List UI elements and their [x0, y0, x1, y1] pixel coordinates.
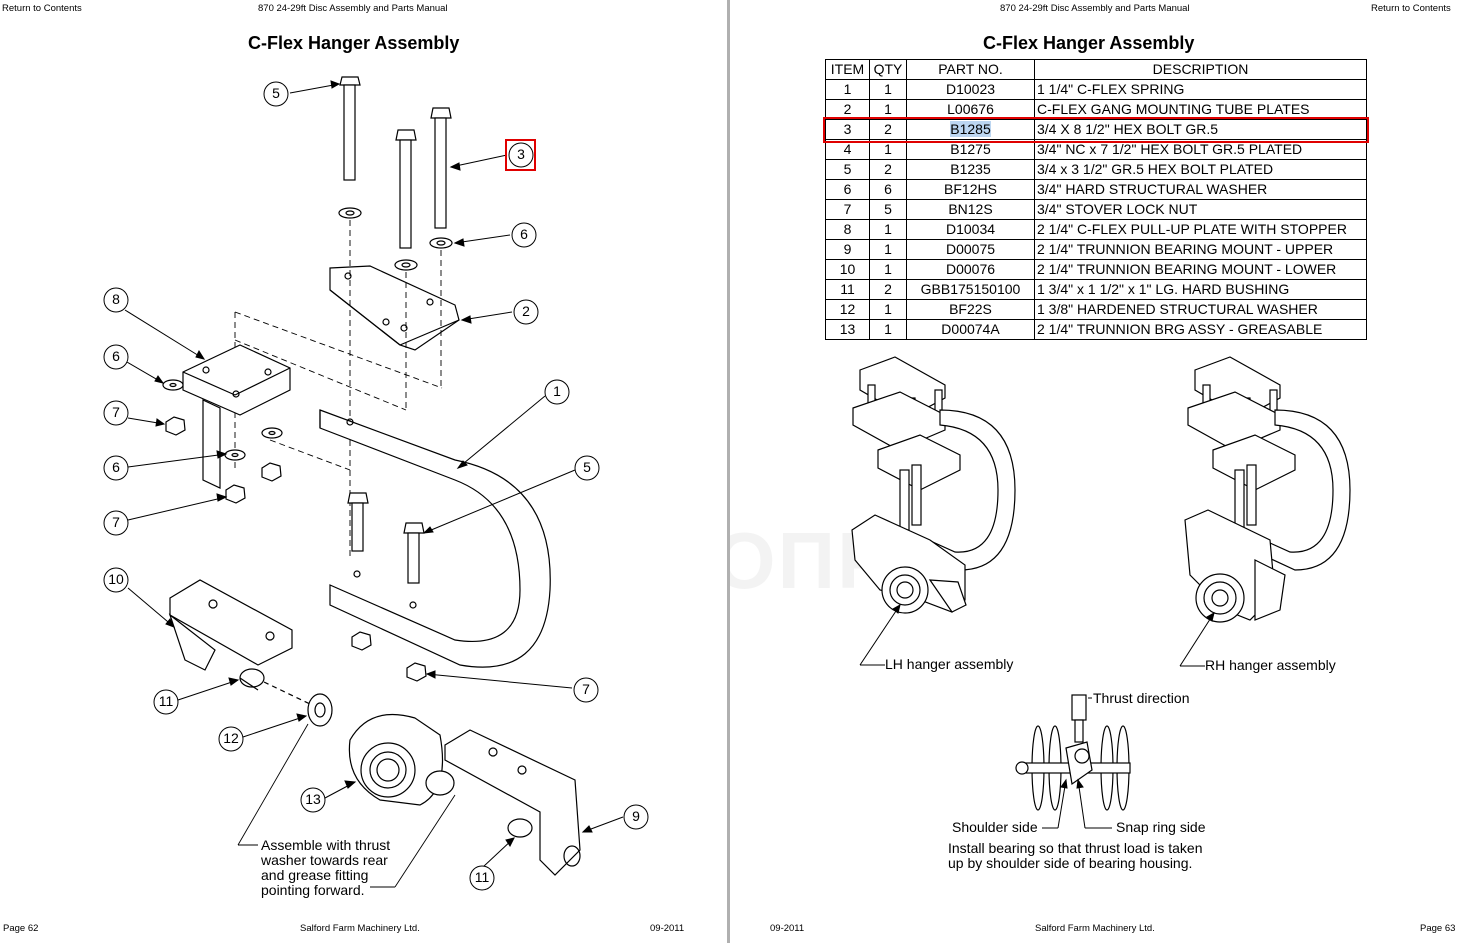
callout-8: 8: [112, 291, 120, 307]
callout-2: 2: [522, 303, 530, 319]
part-no-cell: D00076: [906, 259, 1035, 280]
callout-11: 11: [159, 693, 174, 709]
callout-1: 1: [553, 383, 561, 399]
callout-7: 7: [112, 514, 120, 530]
part-no-cell: D00074A: [906, 319, 1035, 340]
description-cell: C-FLEX GANG MOUNTING TUBE PLATES: [1034, 99, 1367, 120]
right-page: АГРОПР 870 24-29ft Disc Assembly and Par…: [730, 0, 1457, 943]
return-to-contents-link-left[interactable]: Return to Contents: [2, 3, 82, 14]
callout-12: 12: [223, 730, 239, 746]
footer-date-right: 09-2011: [770, 923, 805, 934]
lh-hanger-label: LH hanger assembly: [885, 656, 1014, 672]
thrust-direction-label: Thrust direction: [1093, 690, 1190, 706]
callout-7: 7: [112, 404, 120, 420]
part-no-cell: BF22S: [906, 299, 1035, 320]
shoulder-side-label: Shoulder side: [952, 819, 1038, 835]
col-item: ITEM: [825, 59, 870, 80]
description-cell: 3/4" HARD STRUCTURAL WASHER: [1034, 179, 1367, 200]
callout-10: 10: [108, 571, 124, 587]
callout-3: 3: [517, 146, 525, 162]
snap-ring-side-label: Snap ring side: [1116, 819, 1206, 835]
item-cell: 11: [825, 279, 870, 300]
footer-company-left: Salford Farm Machinery Ltd.: [300, 923, 420, 934]
part-no-cell: D00075: [906, 239, 1035, 260]
bolt-3b: [430, 107, 452, 229]
footer-date-left: 09-2011: [650, 923, 685, 934]
description-cell: 2 1/4" TRUNNION BRG ASSY - GREASABLE: [1034, 319, 1367, 340]
description-cell: 2 1/4" C-FLEX PULL-UP PLATE WITH STOPPER: [1034, 219, 1367, 240]
left-page: Return to Contents 870 24-29ft Disc Asse…: [0, 0, 727, 943]
exploded-view-diagram: 5 3 6 2 1 5 7 8 6 7 6 7 10 11 12 13 9 11: [103, 76, 649, 891]
footer-page-right: Page 63: [1420, 923, 1456, 934]
part-no-cell: L00676: [906, 99, 1035, 120]
part-no-cell: GBB175150100: [906, 279, 1035, 300]
callout-9: 9: [632, 808, 640, 824]
header-title-left: 870 24-29ft Disc Assembly and Parts Manu…: [258, 3, 448, 14]
callout-4: 5: [272, 85, 280, 101]
item-cell: 13: [825, 319, 870, 340]
rh-hanger-label: RH hanger assembly: [1205, 657, 1336, 673]
callout-13: 13: [305, 791, 321, 807]
footer-company-right: Salford Farm Machinery Ltd.: [1035, 923, 1155, 934]
thrust-diagram: [1015, 694, 1131, 811]
table-header-row: ITEM QTY PART NO. DESCRIPTION: [825, 59, 1367, 80]
col-description: DESCRIPTION: [1034, 59, 1367, 80]
page-title-left: C-Flex Hanger Assembly: [248, 33, 460, 53]
hanger-illustrations: [851, 356, 1351, 829]
callout-7: 7: [582, 681, 590, 697]
page-divider: [727, 0, 730, 943]
row-3-highlight-box: [823, 117, 1369, 143]
selected-part-number[interactable]: B1285: [950, 121, 991, 137]
lh-hanger-drawing: [851, 356, 1016, 614]
header-title-right: 870 24-29ft Disc Assembly and Parts Manu…: [1000, 3, 1190, 14]
callout-11: 11: [475, 869, 490, 885]
assembly-note: Assemble with thrust washer towards rear…: [261, 837, 391, 898]
bolt-4: [339, 76, 361, 181]
callout-3-highlight: [505, 139, 536, 171]
bolt-3a: [395, 129, 417, 249]
callout-5: 5: [583, 459, 591, 475]
page-title-right: C-Flex Hanger Assembly: [983, 33, 1195, 53]
return-to-contents-link-right[interactable]: Return to Contents: [1371, 3, 1451, 14]
footer-page-left: Page 62: [3, 923, 39, 934]
description-cell: 3/4 x 3 1/2" GR.5 HEX BOLT PLATED: [1034, 159, 1367, 180]
description-cell: 1 3/4" x 1 1/2" x 1" LG. HARD BUSHING: [1034, 279, 1367, 300]
col-part-no: PART NO.: [906, 59, 1035, 80]
part-no-cell: D10023: [906, 79, 1035, 100]
callout-6: 6: [112, 459, 120, 475]
callout-6: 6: [112, 348, 120, 364]
callout-6: 6: [520, 226, 528, 242]
rh-hanger-drawing: [1184, 356, 1351, 623]
install-bearing-note: Install bearing so that thrust load is t…: [948, 840, 1203, 871]
description-cell: 1 3/8" HARDENED STRUCTURAL WASHER: [1034, 299, 1367, 320]
description-cell: 1 1/4" C-FLEX SPRING: [1034, 79, 1367, 100]
